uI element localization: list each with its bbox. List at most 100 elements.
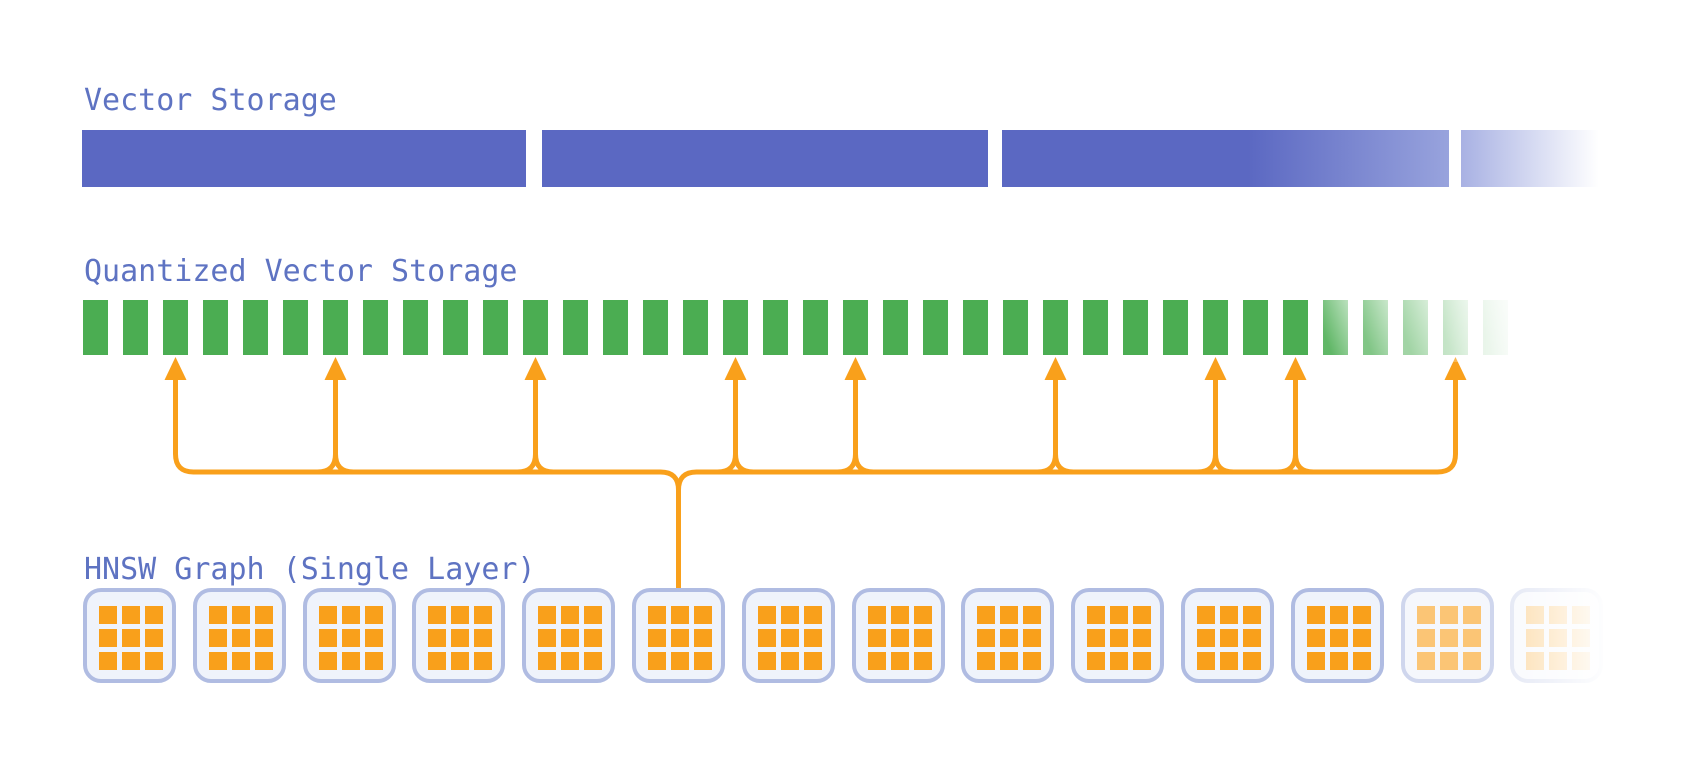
arrowhead-icon xyxy=(164,357,187,380)
vector-cell xyxy=(99,651,117,670)
vector-cell xyxy=(694,628,712,647)
quantized-vector-bar xyxy=(323,300,348,355)
vector-cell xyxy=(1133,651,1152,670)
vector-cell-grid-icon xyxy=(1197,605,1261,670)
vector-cell xyxy=(231,605,250,624)
hnsw-node xyxy=(1400,588,1494,683)
vector-cell xyxy=(538,651,557,670)
vector-cell xyxy=(1133,605,1152,624)
vector-cell xyxy=(428,605,447,624)
quantized-vector-bar xyxy=(643,300,668,355)
vector-storage-segment xyxy=(542,130,988,187)
vector-cell xyxy=(1352,651,1371,670)
vector-cell xyxy=(1329,651,1348,670)
vector-cell xyxy=(451,651,470,670)
vector-cell-grid-icon xyxy=(428,605,493,670)
vector-cell xyxy=(1352,605,1371,624)
vector-cell xyxy=(231,628,250,647)
vector-cell xyxy=(1087,628,1106,647)
vector-cell xyxy=(913,605,932,624)
hnsw-node xyxy=(1071,588,1165,683)
quantized-vector-bar xyxy=(1323,300,1348,355)
quantized-vector-storage-label: Quantized Vector Storage xyxy=(84,254,518,289)
arrowhead-icon xyxy=(724,357,747,380)
vector-cell xyxy=(208,651,227,670)
vector-cell xyxy=(890,628,909,647)
vector-cell xyxy=(1306,628,1325,647)
vector-cell xyxy=(1243,651,1261,670)
vector-cell xyxy=(538,628,557,647)
vector-cell xyxy=(757,605,776,624)
vector-cell xyxy=(231,651,250,670)
vector-storage-segment xyxy=(1002,130,1449,187)
connector-line xyxy=(517,377,554,475)
vector-cell xyxy=(803,651,822,670)
hnsw-node xyxy=(1181,588,1274,683)
vector-cell xyxy=(890,605,909,624)
vector-cell xyxy=(99,628,117,647)
vector-cell xyxy=(122,628,140,647)
vector-cell xyxy=(145,628,163,647)
vector-cell xyxy=(867,628,886,647)
arrowhead-icon xyxy=(1204,357,1227,380)
quantized-vector-bar xyxy=(1283,300,1308,355)
hnsw-node xyxy=(1290,588,1384,683)
vector-cell xyxy=(364,651,383,670)
vector-cell xyxy=(1197,651,1215,670)
arrowhead-icon xyxy=(1284,357,1307,380)
vector-cell-grid-icon xyxy=(208,605,273,670)
vector-cell xyxy=(867,605,886,624)
vector-cell xyxy=(364,628,383,647)
arrowhead-icon xyxy=(844,357,867,380)
vector-cell xyxy=(1416,651,1435,670)
hnsw-node xyxy=(192,588,286,683)
vector-cell xyxy=(208,628,227,647)
quantized-vector-bar xyxy=(843,300,868,355)
vector-cell xyxy=(1000,651,1019,670)
vector-cell xyxy=(1439,605,1458,624)
vector-cell xyxy=(1197,628,1215,647)
quantized-vector-bar xyxy=(243,300,268,355)
vector-cell-grid-icon xyxy=(757,605,822,670)
quantized-vector-bar xyxy=(1203,300,1228,355)
vector-cell xyxy=(561,628,580,647)
vector-storage-segment xyxy=(1461,130,1606,187)
vector-cell xyxy=(451,605,470,624)
arrowhead-icon xyxy=(324,357,347,380)
quantized-vector-bar xyxy=(1083,300,1108,355)
vector-cell xyxy=(1220,651,1238,670)
quantized-vector-bar xyxy=(1043,300,1068,355)
vector-cell xyxy=(1462,605,1481,624)
vector-cell xyxy=(1023,651,1042,670)
vector-cell xyxy=(803,605,822,624)
vector-cell xyxy=(1023,628,1042,647)
vector-cell xyxy=(1133,628,1152,647)
vector-cell xyxy=(1197,605,1215,624)
vector-cell xyxy=(1243,628,1261,647)
quantized-vector-bar xyxy=(1363,300,1388,355)
vector-cell-grid-icon xyxy=(1416,605,1481,670)
vector-cell xyxy=(561,651,580,670)
vector-cell xyxy=(867,651,886,670)
quantized-vector-bar xyxy=(83,300,108,355)
vector-cell xyxy=(428,651,447,670)
vector-cell xyxy=(451,628,470,647)
vector-cell xyxy=(254,628,273,647)
vector-cell xyxy=(671,605,689,624)
vector-cell-grid-icon xyxy=(1306,605,1371,670)
vector-cell xyxy=(1000,628,1019,647)
vector-cell xyxy=(803,628,822,647)
hnsw-node xyxy=(522,588,616,683)
vector-cell xyxy=(913,651,932,670)
quantized-vector-bar xyxy=(723,300,748,355)
vector-cell xyxy=(648,651,666,670)
vector-cell xyxy=(474,651,493,670)
vector-cell xyxy=(1306,605,1325,624)
vector-cell xyxy=(1329,628,1348,647)
quantized-vector-bar xyxy=(1163,300,1188,355)
vector-cell xyxy=(474,605,493,624)
vector-cell xyxy=(648,605,666,624)
quantized-vector-bar xyxy=(763,300,788,355)
quantized-vector-bar xyxy=(403,300,428,355)
vector-cell xyxy=(318,605,337,624)
